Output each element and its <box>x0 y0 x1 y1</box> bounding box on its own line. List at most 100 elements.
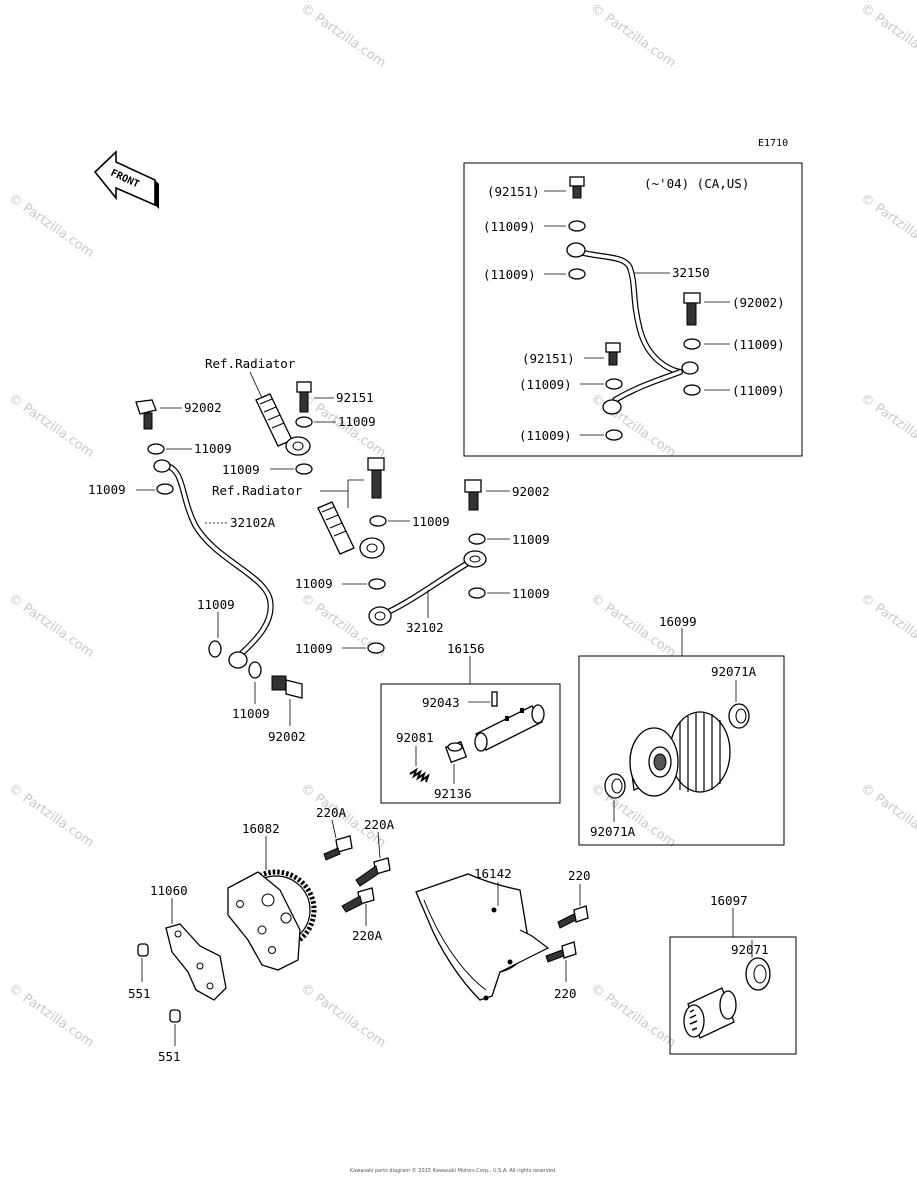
part-label: 11009 <box>222 462 260 477</box>
part-label: 11009 <box>197 597 235 612</box>
bolt-icon <box>464 479 482 511</box>
bolt-icon <box>569 176 585 199</box>
part-label: (11009) <box>519 428 572 443</box>
washer-icon <box>468 587 486 599</box>
part-label: 16097 <box>710 893 748 908</box>
bolt-icon <box>605 342 621 366</box>
part-label: 92151 <box>336 390 374 405</box>
part-label: (11009) <box>732 337 785 352</box>
oil-filter-icon <box>629 711 731 797</box>
radiator-fitting-icon <box>249 371 311 456</box>
part-label: 220 <box>554 986 577 1001</box>
part-label: 11009 <box>232 706 270 721</box>
oil-filter-box <box>578 655 785 846</box>
part-label: 11009 <box>88 482 126 497</box>
part-label: 11009 <box>295 576 333 591</box>
part-label: 220 <box>568 868 591 883</box>
part-label: 92071 <box>731 942 769 957</box>
washer-icon <box>369 515 387 527</box>
relief-valve-icon <box>474 704 545 752</box>
watermark: © Partzilla.com <box>6 191 97 261</box>
washer-icon <box>683 338 701 350</box>
spring-icon <box>409 767 430 783</box>
part-label: 220A <box>352 928 383 943</box>
washer-icon <box>295 463 313 475</box>
bolt-icon <box>323 835 353 861</box>
watermark: © Partzilla.com <box>6 391 97 461</box>
washer-icon <box>605 429 623 441</box>
part-label: 11009 <box>412 514 450 529</box>
watermark: © Partzilla.com <box>858 591 917 661</box>
inset-note: (~'04) (CA,US) <box>644 176 749 191</box>
bolt-icon <box>271 675 303 699</box>
part-label: (11009) <box>732 383 785 398</box>
watermark: © Partzilla.com <box>858 391 917 461</box>
radiator-fitting-icon <box>317 501 385 559</box>
ref-label: Ref.Radiator <box>205 356 296 371</box>
part-label: 551 <box>128 986 151 1001</box>
bolt-icon <box>341 887 375 913</box>
dowel-pin-icon <box>137 943 149 957</box>
watermark: © Partzilla.com <box>6 981 97 1051</box>
bolt-icon <box>296 381 312 413</box>
washer-icon <box>368 578 386 590</box>
oil-screen-cover-icon <box>415 873 550 1001</box>
part-label: 16082 <box>242 821 280 836</box>
part-label: 32150 <box>672 265 710 280</box>
part-label: 11009 <box>512 586 550 601</box>
oil-pump-gear-icon <box>227 869 317 971</box>
front-arrow-icon: FRONT <box>93 150 159 209</box>
part-label: (11009) <box>519 377 572 392</box>
bracket-icon <box>165 923 227 1001</box>
washer-icon <box>468 533 486 545</box>
washer-icon <box>295 416 313 428</box>
watermark: © Partzilla.com <box>588 981 679 1051</box>
washer-icon <box>248 661 262 679</box>
bolt-icon <box>557 905 589 929</box>
part-label: 32102 <box>406 620 444 635</box>
part-label: 92081 <box>396 730 434 745</box>
watermark: © Partzilla.com <box>298 1 389 71</box>
watermark: © Partzilla.com <box>858 191 917 261</box>
washer-icon <box>208 640 222 658</box>
part-label: 92002 <box>512 484 550 499</box>
part-label: 16099 <box>659 614 697 629</box>
bolt-icon <box>683 292 701 326</box>
washer-icon <box>147 443 165 455</box>
part-label: 92002 <box>184 400 222 415</box>
ref-label: Ref.Radiator <box>212 483 303 498</box>
washer-icon <box>568 268 586 280</box>
part-label: 92002 <box>268 729 306 744</box>
washer-icon <box>568 220 586 232</box>
o-ring-icon <box>728 703 750 729</box>
part-label: (11009) <box>483 219 536 234</box>
part-label: 16156 <box>447 641 485 656</box>
part-label: 11009 <box>295 641 333 656</box>
part-label: 11009 <box>338 414 376 429</box>
o-ring-icon <box>604 773 626 799</box>
bolt-icon <box>135 399 157 430</box>
watermark: © Partzilla.com <box>858 1 917 71</box>
part-label: 220A <box>316 805 347 820</box>
watermark: © Partzilla.com <box>298 981 389 1051</box>
inset-box <box>463 162 803 457</box>
part-label: 92136 <box>434 786 472 801</box>
watermark: © Partzilla.com <box>588 1 679 71</box>
watermark: © Partzilla.com <box>858 781 917 851</box>
part-label: 32102A <box>230 515 276 530</box>
washer-icon <box>683 384 701 396</box>
diagram-code: E1710 <box>758 138 788 149</box>
part-label: 92043 <box>422 695 460 710</box>
watermark: © Partzilla.com <box>588 391 679 461</box>
part-label: 92071A <box>590 824 636 839</box>
bolt-icon <box>545 941 577 963</box>
part-label: 92071A <box>711 664 757 679</box>
washer-icon <box>367 642 385 654</box>
watermark: © Partzilla.com <box>6 591 97 661</box>
part-label: 220A <box>364 817 395 832</box>
relief-valve-box <box>380 683 561 804</box>
part-label: (92002) <box>732 295 785 310</box>
part-label: (92151) <box>522 351 575 366</box>
footer-text: Kawasaki parts diagram © 2015 Kawasaki M… <box>350 1167 557 1174</box>
